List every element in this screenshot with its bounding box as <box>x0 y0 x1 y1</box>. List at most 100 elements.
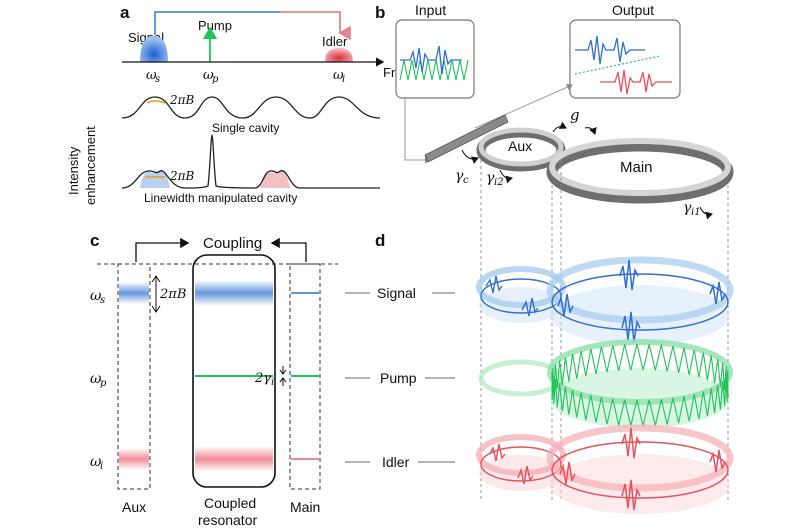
main-ring-label: Main <box>620 159 653 176</box>
bw-label: 2πB <box>159 287 186 302</box>
svg-text:ω: ω <box>90 371 102 387</box>
aux-idler-band <box>119 448 149 470</box>
panel-label-c: c <box>90 231 99 250</box>
pump-row-label: Pump <box>380 370 417 386</box>
output-connector <box>474 83 573 129</box>
panel-a: a Signal Pump Idler Frequency ω s ω p ω … <box>66 3 445 205</box>
svg-text:p: p <box>212 74 219 85</box>
idler-aux-ring <box>476 434 566 491</box>
input-signal-wave <box>400 45 462 75</box>
svg-text:γ: γ <box>455 168 464 184</box>
c-omega-p: ω p <box>90 371 107 389</box>
svg-text:2γ: 2γ <box>254 371 271 386</box>
panel-d: d Signal Pump Idler <box>345 231 734 514</box>
signal-aux-ring <box>476 266 566 323</box>
svg-text:ω: ω <box>90 288 102 304</box>
panel-label-b: b <box>375 3 385 22</box>
panel-label-a: a <box>120 3 130 22</box>
svg-text:i: i <box>342 74 345 85</box>
gamma-c-arrow <box>461 149 479 164</box>
svg-text:ω: ω <box>333 68 344 83</box>
idler-label: Idler <box>322 34 348 49</box>
svg-text:ω: ω <box>146 68 157 83</box>
signal-main-ring <box>546 256 734 345</box>
input-pump-wave <box>399 59 469 81</box>
idler-peak <box>325 48 353 62</box>
output-box <box>569 19 681 99</box>
input-connector <box>404 98 431 164</box>
svg-text:ω: ω <box>90 454 102 470</box>
main-ring-top <box>549 138 731 196</box>
gamma-i2-arrow <box>499 169 513 184</box>
svg-text:s: s <box>100 295 105 306</box>
bus-waveguide <box>424 114 509 163</box>
output-signal-wave <box>575 35 645 65</box>
pump-zigzag <box>551 343 729 427</box>
gamma-i1-arrow <box>699 206 713 220</box>
signal-to-idler-arrow-red <box>280 11 351 41</box>
output-pump-wave <box>574 55 661 75</box>
gamma-marker <box>279 366 287 386</box>
coupling-label: Coupling <box>203 235 262 252</box>
c-omega-s: ω s <box>90 288 105 306</box>
aux-ring-top <box>478 127 564 167</box>
gamma-c-label: γ c <box>455 168 469 186</box>
coupling-arrow-right <box>270 237 307 262</box>
panel-label-d: d <box>375 231 385 250</box>
signal-row-label: Signal <box>377 285 416 301</box>
gamma-i2-label: γ i2 <box>486 170 504 188</box>
output-idler-wave <box>600 69 672 95</box>
intensity-label-line1: Intensity <box>66 146 81 195</box>
svg-text:i: i <box>100 461 103 472</box>
svg-text:i1: i1 <box>691 207 701 218</box>
omega-s-tick: ω s <box>146 68 160 85</box>
linewidth-cavity-label: Linewidth manipulated cavity <box>144 191 297 205</box>
linewidth-idler-fill <box>260 170 290 188</box>
coupled-label-line2: resonator <box>198 512 257 528</box>
coupling-g-label: g <box>570 106 580 124</box>
coupling-arrow-left <box>135 237 190 262</box>
single-cavity-bw: 2πB <box>169 93 195 107</box>
intensity-label-line2: enhancement <box>83 126 98 205</box>
omega-p-tick: ω p <box>203 68 219 85</box>
bw-bracket <box>151 275 161 313</box>
idler-row-label: Idler <box>382 454 410 470</box>
svg-text:c: c <box>463 175 469 186</box>
svg-text:ω: ω <box>203 68 214 83</box>
coupled-idler-band <box>195 446 273 472</box>
svg-text:p: p <box>100 378 107 389</box>
gamma-i1-label: γ i1 <box>683 200 701 218</box>
svg-text:i: i <box>271 377 274 388</box>
main-column <box>289 263 321 490</box>
output-label: Output <box>612 2 654 18</box>
g-arrow-right <box>584 126 597 135</box>
svg-text:s: s <box>155 74 160 85</box>
g-arrow-left <box>552 121 567 133</box>
input-box <box>395 19 475 99</box>
aux-label: Aux <box>122 499 146 515</box>
linewidth-cavity-curve <box>121 134 380 189</box>
c-omega-i: ω i <box>90 454 103 472</box>
single-cavity-label: Single cavity <box>212 121 279 135</box>
single-cavity-bw-marker <box>146 100 166 104</box>
aux-ring-label: Aux <box>508 138 532 154</box>
main-label: Main <box>290 499 320 515</box>
coupled-signal-band <box>195 280 273 306</box>
input-label: Input <box>415 2 446 18</box>
signal-peak <box>140 36 168 62</box>
panel-b: b Input Output Aux Main g γ c <box>375 2 734 500</box>
two-gamma-label: 2γ i <box>254 371 274 388</box>
linewidth-bw: 2πB <box>169 169 195 183</box>
panel-c: c Coupling ω s ω p ω i <box>90 231 338 528</box>
omega-i-tick: ω i <box>333 68 345 85</box>
pump-label: Pump <box>198 18 232 33</box>
coupled-resonator <box>192 254 276 488</box>
idler-main-ring <box>546 424 734 514</box>
svg-text:γ: γ <box>683 200 692 216</box>
coupled-label-line1: Coupled <box>204 495 256 511</box>
svg-text:i2: i2 <box>494 177 504 188</box>
single-cavity-curve <box>121 96 381 119</box>
aux-column <box>117 263 151 490</box>
linewidth-signal-fill <box>140 170 170 188</box>
